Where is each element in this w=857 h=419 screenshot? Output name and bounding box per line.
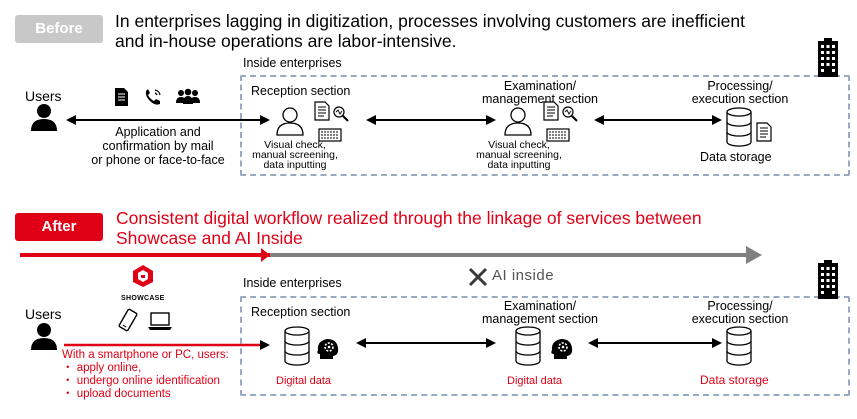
after-processing-title: Processing/ execution section bbox=[675, 300, 805, 326]
after-exam-title-line2: management section bbox=[481, 312, 599, 326]
before-reception-note: Visual check, manual screening, data inp… bbox=[240, 139, 350, 171]
before-exam-note-line1: Visual check, bbox=[488, 139, 550, 151]
before-inside-label: Inside enterprises bbox=[243, 56, 342, 70]
before-reception-person-icon bbox=[276, 107, 304, 136]
after-progress-arrow bbox=[20, 246, 762, 264]
before-exam-keyboard-icon bbox=[546, 128, 570, 142]
before-heading-line2: and in-house operations are labor-intens… bbox=[115, 31, 457, 51]
after-smartphone-icon bbox=[118, 308, 138, 332]
after-reception-ai-head-icon bbox=[316, 338, 339, 360]
before-exam-note-line2: manual screening, bbox=[476, 149, 562, 161]
after-processing-title-line1: Processing/ bbox=[707, 299, 773, 313]
after-reception-title: Reception section bbox=[251, 305, 351, 319]
before-reception-title: Reception section bbox=[251, 84, 351, 98]
after-processing-title-line2: execution section bbox=[691, 312, 789, 326]
before-reception-note-line1: Visual check, bbox=[264, 139, 326, 151]
before-reception-note-line3: data inputting bbox=[263, 159, 327, 171]
after-users-label: Users bbox=[25, 306, 62, 322]
before-heading-line1: In enterprises lagging in digitization, … bbox=[115, 11, 746, 31]
after-exam-title-line1: Examination/ bbox=[503, 299, 577, 313]
before-exam-title-line1: Examination/ bbox=[503, 79, 577, 93]
before-exam-magnifier-icon bbox=[562, 106, 578, 122]
before-processing-title-line2: execution section bbox=[691, 92, 789, 106]
before-users-arrow bbox=[66, 115, 270, 125]
after-users-person-icon bbox=[31, 323, 57, 350]
before-reception-exam-arrow bbox=[366, 115, 496, 125]
after-reception-data: Digital data bbox=[276, 375, 332, 387]
before-exam-title: Examination/ management section bbox=[470, 80, 610, 106]
before-badge: Before bbox=[15, 15, 103, 43]
after-users-note-line3: ・ undergo online identification bbox=[62, 375, 220, 387]
after-users-note-line4: ・ upload documents bbox=[62, 388, 171, 400]
before-processing-title: Processing/ execution section bbox=[675, 80, 805, 106]
after-users-arrow bbox=[64, 340, 270, 350]
before-application-line2: confirmation by mail bbox=[102, 139, 214, 153]
before-processing-title-line1: Processing/ bbox=[707, 79, 773, 93]
after-exam-database-icon bbox=[515, 326, 541, 366]
after-exam-data: Digital data bbox=[507, 375, 563, 387]
after-reception-exam-arrow bbox=[356, 338, 496, 348]
before-storage-label: Data storage bbox=[700, 150, 772, 164]
after-reception-database-icon bbox=[284, 326, 310, 366]
before-application-line1: Application and bbox=[115, 125, 201, 139]
after-building-icon bbox=[818, 260, 838, 299]
before-reception-keyboard-icon bbox=[318, 128, 342, 142]
before-enterprise-box bbox=[240, 75, 850, 176]
before-building-icon bbox=[818, 38, 838, 77]
after-storage-label: Data storage bbox=[700, 373, 769, 387]
before-users-person-icon bbox=[31, 104, 57, 131]
after-exam-ai-head-icon bbox=[550, 338, 573, 360]
before-reception-document-icon bbox=[314, 101, 330, 121]
before-exam-note-line3: data inputting bbox=[487, 159, 551, 171]
after-laptop-icon bbox=[148, 312, 172, 330]
after-exam-processing-arrow bbox=[588, 338, 722, 348]
after-showcase-logo-icon bbox=[133, 265, 153, 287]
before-people-icon bbox=[176, 88, 200, 104]
before-storage-document-icon bbox=[756, 122, 772, 142]
after-users-note: With a smartphone or PC, users: ・ apply … bbox=[62, 349, 229, 401]
after-users-note-line2: ・ apply online, bbox=[62, 362, 142, 374]
after-showcase-logo-text: SHOWCASE bbox=[121, 295, 165, 302]
after-users-note-line1: With a smartphone or PC, users: bbox=[62, 349, 229, 361]
after-ai-inside-logo-text: AI inside bbox=[492, 267, 555, 284]
before-document-icon bbox=[115, 88, 128, 106]
before-exam-note: Visual check, manual screening, data inp… bbox=[464, 139, 574, 171]
before-exam-document-icon bbox=[543, 101, 559, 121]
before-application-line3: or phone or face-to-face bbox=[91, 153, 225, 167]
before-reception-magnifier-icon bbox=[333, 106, 349, 122]
before-reception-note-line2: manual screening, bbox=[252, 149, 338, 161]
after-heading-line1: Consistent digital workflow realized thr… bbox=[116, 208, 702, 228]
after-exam-title: Examination/ management section bbox=[470, 300, 610, 326]
before-application-label: Application and confirmation by mail or … bbox=[78, 125, 238, 167]
before-users-label: Users bbox=[25, 88, 62, 104]
before-phone-icon bbox=[145, 89, 161, 105]
before-exam-person-icon bbox=[504, 107, 532, 136]
after-inside-label: Inside enterprises bbox=[243, 276, 342, 290]
after-heading-line2: Showcase and AI Inside bbox=[116, 228, 303, 248]
before-database-icon bbox=[726, 107, 752, 147]
before-exam-title-line2: management section bbox=[481, 92, 599, 106]
after-ai-inside-logo-icon bbox=[468, 267, 488, 287]
after-badge: After bbox=[15, 213, 103, 241]
after-storage-database-icon bbox=[726, 326, 752, 366]
before-exam-processing-arrow bbox=[594, 115, 722, 125]
